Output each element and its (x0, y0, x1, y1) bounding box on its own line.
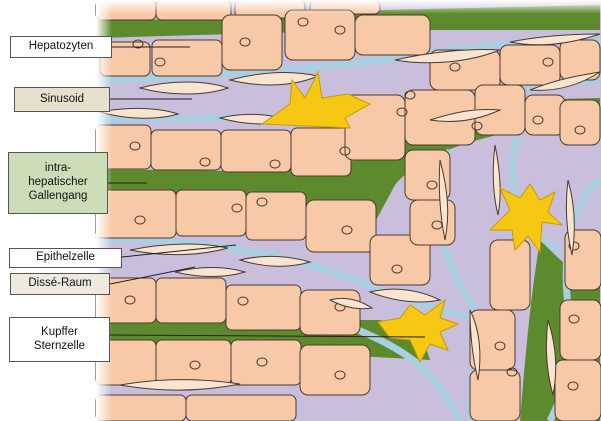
label-sinusoid-text: Sinusoid (40, 93, 84, 107)
label-sinusoid: Sinusoid (14, 87, 110, 112)
label-epithelzelle: Epithelzelle (9, 248, 122, 268)
label-gallengang: intra- hepatischer Gallengang (8, 152, 108, 214)
label-hepatozyten: Hepatozyten (10, 36, 112, 58)
label-disse-raum-text: Dissé-Raum (28, 277, 91, 291)
label-epithelzelle-text: Epithelzelle (36, 251, 95, 265)
label-hepatozyten-text: Hepatozyten (29, 40, 94, 54)
label-disse-raum: Dissé-Raum (10, 273, 110, 295)
label-kupffer-sternzelle: Kupffer Sternzelle (9, 317, 110, 362)
label-gallengang-text: intra- hepatischer Gallengang (28, 162, 87, 203)
label-kupffer-sternzelle-text: Kupffer Sternzelle (34, 326, 85, 354)
top-fade (96, 0, 601, 14)
